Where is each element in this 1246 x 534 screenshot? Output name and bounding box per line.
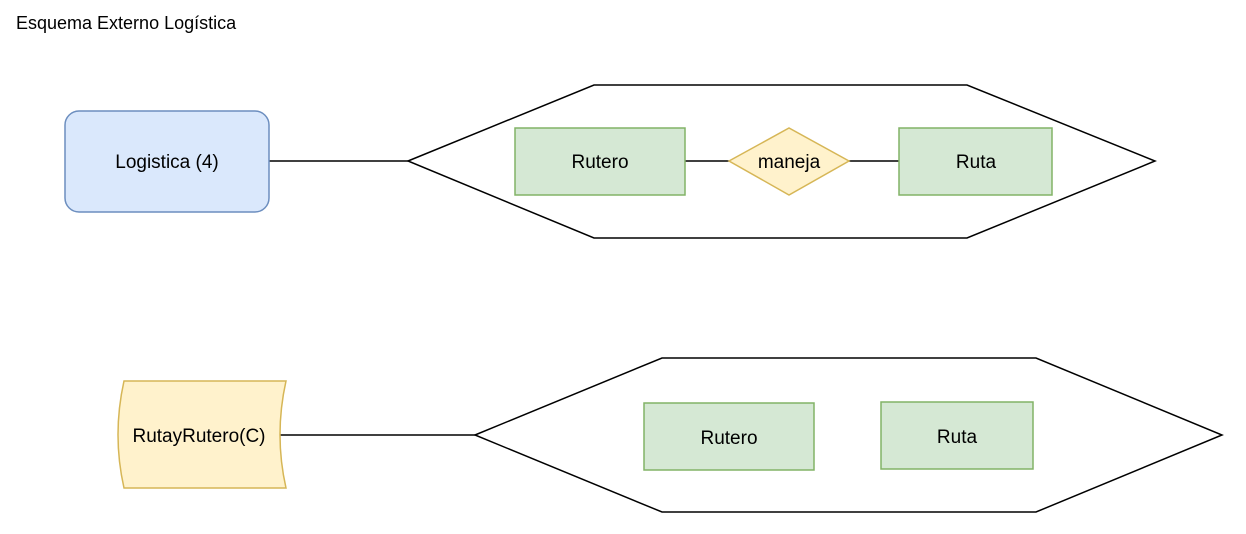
- relation-maneja[interactable]: maneja: [727, 127, 851, 196]
- entity-shape: [643, 402, 815, 471]
- relation-diamond: [727, 127, 851, 196]
- entity-shape: [880, 401, 1034, 470]
- entity-rutero-bottom[interactable]: Rutero: [643, 402, 815, 471]
- entity-label: Rutero: [700, 428, 757, 449]
- view-node-label: Logistica (4): [115, 152, 219, 173]
- storage-node-label: RutayRutero(C): [132, 426, 265, 447]
- view-node-shape: [64, 110, 270, 213]
- diagram-title: Esquema Externo Logística: [16, 13, 237, 33]
- entity-label: Ruta: [937, 427, 978, 448]
- entity-label: Rutero: [571, 152, 628, 173]
- entity-ruta-top[interactable]: Ruta: [898, 127, 1053, 196]
- entity-shape: [898, 127, 1053, 196]
- logistica-view-node[interactable]: Logistica (4): [64, 110, 270, 213]
- entity-group-hexagon-bottom: [473, 357, 1224, 513]
- storage-node-shape: [117, 380, 287, 489]
- rutayrutero-storage-node[interactable]: RutayRutero(C): [117, 380, 287, 489]
- entity-label: Ruta: [956, 152, 997, 173]
- entity-ruta-bottom[interactable]: Ruta: [880, 401, 1034, 470]
- entity-rutero-top[interactable]: Rutero: [514, 127, 686, 196]
- relation-label: maneja: [758, 152, 821, 173]
- entity-shape: [514, 127, 686, 196]
